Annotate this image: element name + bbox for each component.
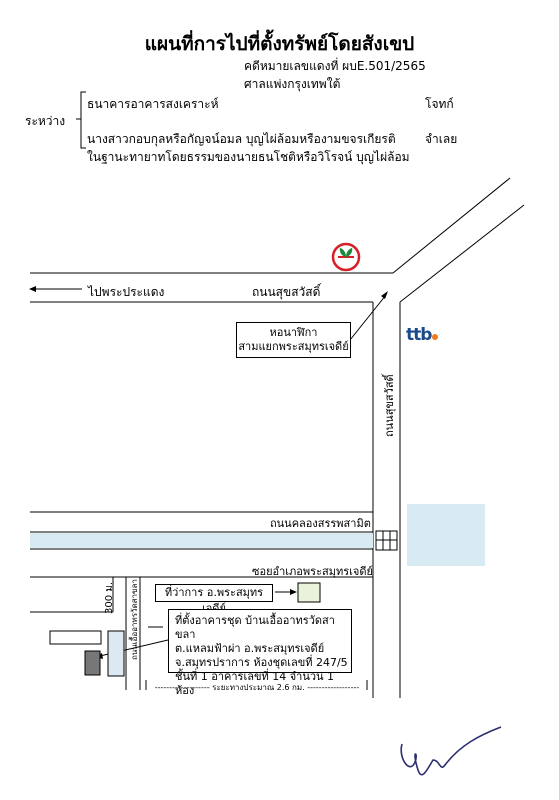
between-label: ระหว่าง <box>25 114 66 128</box>
case-number: คดีหมายเลขแดงที่ ผบE.501/2565 <box>244 59 426 73</box>
property-line-3: จ.สมุทรปราการ ห้องชุดเลขที่ 247/5 <box>175 656 348 669</box>
distance-300-label: 300 ม. <box>104 581 115 614</box>
plaintiff-name: ธนาคารอาคารสงเคราะห์ <box>87 97 219 111</box>
defendant-note: ในฐานะทายาทโดยธรรมของนายธนโชติหรือวิโรจน… <box>87 150 410 164</box>
defendant-role: จำเลย <box>425 132 458 146</box>
page-title: แผนที่การไปที่ตั้งทรัพย์โดยสังเขป <box>144 33 415 55</box>
signature <box>400 726 502 776</box>
clock-tower-sublabel: สามแยกพระสมุทรเจดีย์ <box>238 340 349 353</box>
district-office-box: ที่ว่าการ อ.พระสมุทรเจดีย์ <box>155 584 273 615</box>
property-line-1: ที่ตั้งอาคารชุด บ้านเอื้ออาทรวัดสาขลา <box>175 614 335 641</box>
road-label-right: ถนนสุขสวัสดิ์ <box>383 374 396 437</box>
defendant-name: นางสาวกอบกุลหรือกัญจน์อมล บุญไผ่ล้อมหรือ… <box>87 132 396 146</box>
soi-label: ซอยอำเภอพระสมุทรเจดีย์ <box>252 565 373 578</box>
distance-total-label: ------------------- ระยะทางประมาณ 2.6 กม… <box>154 683 360 692</box>
party-bracket <box>76 91 86 149</box>
district-office-pointer-head <box>290 589 297 595</box>
building-outline <box>49 630 102 645</box>
diagonal-road-upper <box>392 177 511 274</box>
clock-tower-box: หอนาฬิกา สามแยกพระสมุทรเจดีย์ <box>236 322 351 358</box>
building-light <box>107 630 125 677</box>
direction-arrow-head <box>29 286 36 292</box>
clock-tower-pointer-head <box>381 291 388 299</box>
kbank-logo-icon <box>331 242 361 272</box>
canal-water <box>30 533 373 548</box>
plaintiff-role: โจทก์ <box>425 97 454 111</box>
property-building <box>84 650 101 676</box>
property-line-4: ชั้นที่ 1 อาคารเลขที่ 14 จำนวน 1 ห้อง <box>175 670 335 697</box>
ttb-logo-icon: ttb <box>406 325 439 345</box>
direction-label: ไปพระประแดง <box>88 285 165 299</box>
canal-basin <box>407 504 485 566</box>
property-line-2: ต.แหลมฟ้าผ่า อ.พระสมุทรเจดีย์ <box>175 642 325 655</box>
diagonal-road-lower <box>399 204 525 303</box>
canal-road-label: ถนนคลองสรรพสามิต <box>270 517 371 530</box>
clock-tower-label: หอนาฬิกา <box>269 326 318 339</box>
building-road-label: ถนนเอื้ออาทรวัดสาขลา <box>130 579 139 660</box>
clock-tower-pointer <box>349 294 387 341</box>
property-box: ที่ตั้งอาคารชุด บ้านเอื้ออาทรวัดสาขลา ต.… <box>168 609 352 697</box>
district-office-building <box>297 582 321 603</box>
court-name: ศาลแพ่งกรุงเทพใต้ <box>244 77 341 91</box>
road-label-top: ถนนสุขสวัสดิ์ <box>252 285 321 299</box>
